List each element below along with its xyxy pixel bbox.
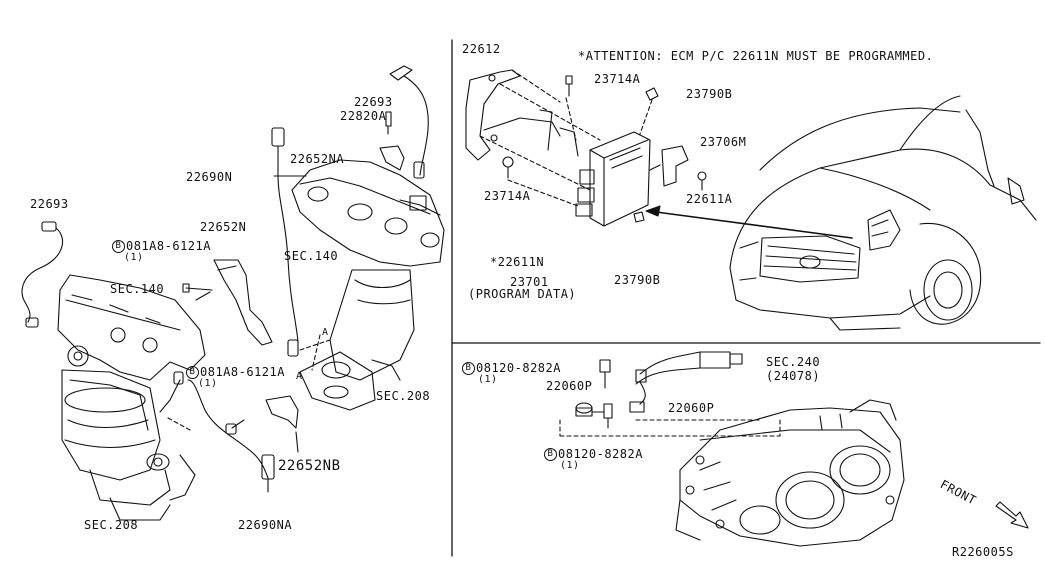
panel-dividers — [451, 39, 1041, 557]
label-22690NA: 22690NA — [238, 518, 293, 532]
label-sec140-left: SEC.140 — [110, 282, 165, 296]
ecm-module-22611N — [575, 131, 651, 227]
front-arrow-icon — [995, 501, 1029, 529]
vehicle-front — [729, 95, 1037, 331]
label-sec240: SEC.240 — [766, 355, 821, 369]
engine-dashed-leaders — [559, 419, 781, 437]
label-program-data: (PROGRAM DATA) — [468, 287, 577, 301]
ecm-bracket-22612 — [465, 69, 579, 161]
bracket-22652NA — [379, 111, 405, 171]
label-22060P-left: 22060P — [546, 379, 593, 393]
label-22690N: 22690N — [186, 170, 233, 184]
figure-code: R226005S — [952, 545, 1014, 559]
bolt-08120-top-number: 08120-8282A — [476, 361, 561, 375]
ecm-dashed-leaders — [479, 69, 653, 207]
knock-sensor-harness — [599, 351, 743, 413]
bolt-081A8-top-qty: (1) — [124, 252, 144, 263]
label-22611N: *22611N — [490, 255, 545, 269]
bolt-081A8-bottom-qty: (1) — [198, 378, 218, 389]
bolt-b-icon: B — [112, 240, 125, 253]
label-23790B-bottom: 23790B — [614, 273, 661, 287]
attention-note: *ATTENTION: ECM P/C 22611N MUST BE PROGR… — [578, 49, 934, 63]
label-22820A: 22820A — [340, 109, 387, 123]
label-sec208-bottom: SEC.208 — [84, 518, 139, 532]
label-22693-right: 22693 — [354, 95, 393, 109]
label-22652NA: 22652NA — [290, 152, 345, 166]
exhaust-manifold-right — [291, 159, 445, 267]
label-23714A-top: 23714A — [594, 72, 641, 86]
bolt-08120-bottom-number: 08120-8282A — [558, 447, 643, 461]
label-22612: 22612 — [462, 42, 501, 56]
label-22652NB: 22652NB — [278, 458, 341, 474]
oxygen-sensor-right — [389, 65, 429, 179]
sensor-bracket-22652N — [182, 259, 273, 346]
leader-lines-left — [167, 334, 331, 431]
bolt-081A8-top-number: 081A8-6121A — [126, 239, 211, 253]
label-22611A: 22611A — [686, 192, 733, 206]
bolt-081A8-bottom-number: 081A8-6121A — [200, 365, 285, 379]
oxygen-sensor-lower — [159, 371, 275, 493]
label-22693-left: 22693 — [30, 197, 69, 211]
label-sec208-right: SEC.208 — [376, 389, 431, 403]
bolt-b-icon: B — [462, 362, 475, 375]
bolt-08120-bottom-qty: (1) — [560, 460, 580, 471]
engine-block — [675, 399, 905, 547]
label-23706M: 23706M — [700, 135, 747, 149]
exhaust-manifold-left — [57, 274, 206, 521]
label-sec240-ref: (24078) — [766, 369, 821, 383]
oxygen-sensor-22690N — [271, 127, 307, 357]
label-sec140-right: SEC.140 — [284, 249, 339, 263]
bracket-22652NB — [225, 395, 299, 453]
ecm-bracket-23706M — [649, 145, 689, 187]
bolt-b-icon: B — [186, 366, 199, 379]
label-22060P-right: 22060P — [668, 401, 715, 415]
label-23790B-top: 23790B — [686, 87, 733, 101]
label-23701: 23701 — [510, 275, 549, 289]
bolt-b-icon: B — [544, 448, 557, 461]
label-22652N: 22652N — [200, 220, 247, 234]
install-location-arrow — [645, 205, 853, 239]
marker-a-upper: A — [322, 327, 329, 338]
marker-a-lower: A — [296, 371, 303, 382]
catalyst-right — [299, 269, 415, 411]
knock-sensor-22060P — [575, 402, 613, 429]
ecm-fasteners — [502, 75, 707, 223]
oxygen-sensor-left — [21, 221, 64, 328]
label-23714A-left: 23714A — [484, 189, 531, 203]
bolt-08120-top-qty: (1) — [478, 374, 498, 385]
